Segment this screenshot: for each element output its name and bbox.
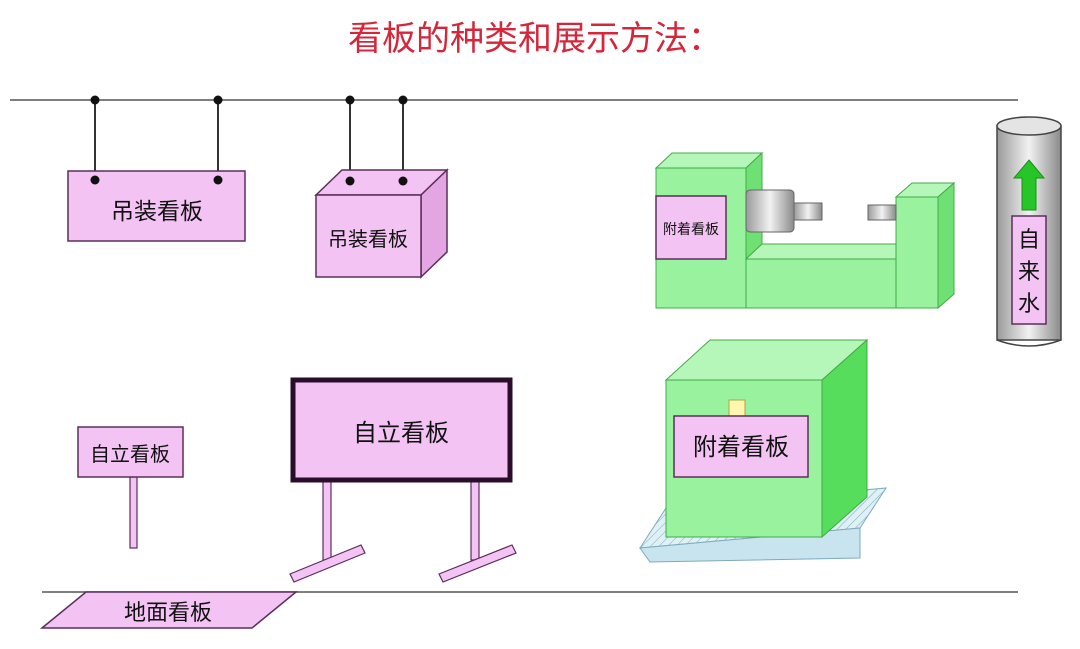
wire-node (213, 175, 223, 185)
attached-box: 附着看板 (639, 338, 887, 563)
pipe-label-char: 自 (1018, 228, 1040, 253)
pipe-label-char: 水 (1018, 292, 1040, 317)
board-label: 地面看板 (124, 601, 212, 626)
tailstock-pin (867, 204, 897, 221)
wire-node (345, 95, 355, 105)
wire-node (90, 175, 100, 185)
board-leg (470, 479, 480, 561)
box-front (315, 194, 422, 278)
machine-base-top (744, 243, 914, 260)
wire-node (345, 176, 355, 186)
board-label: 吊装看板 (111, 199, 203, 225)
pipe-top (996, 116, 1062, 136)
board-frame (290, 377, 513, 483)
wire-node (398, 95, 408, 105)
board-leg (322, 479, 332, 561)
board-label: 附着看板 (693, 433, 789, 461)
page-title: 看板的种类和展示方法： (348, 19, 722, 59)
wire-node (398, 176, 408, 186)
board-label: 自立看板 (90, 442, 170, 466)
machine-base-front (745, 258, 897, 309)
board-panel (673, 415, 809, 478)
board-label: 自立看板 (353, 419, 449, 447)
hanging-board-box: 吊装看板 (314, 95, 449, 279)
machine-attached: 附着看板 (654, 151, 956, 310)
pipe-bottom (996, 339, 1062, 347)
machine-block-top (654, 152, 764, 169)
board-foot (289, 544, 366, 583)
spindle-large (745, 189, 795, 233)
hanging-board-flat: 吊装看板 (67, 95, 246, 242)
board-panel (77, 426, 184, 478)
board-label: 附着看板 (663, 222, 719, 238)
pipe-label-panel (1011, 215, 1047, 325)
spindle-small (793, 202, 823, 221)
wire-node (90, 95, 100, 105)
board-panel (655, 195, 727, 260)
board-panel (39, 591, 299, 629)
wire-node (213, 95, 223, 105)
machine-right-front (895, 196, 939, 309)
board-post (129, 476, 138, 549)
standing-board-large: 自立看板 (289, 377, 517, 583)
standing-board-small: 自立看板 (77, 426, 184, 549)
arrow-up-icon (1012, 159, 1046, 211)
board-label: 吊装看板 (328, 227, 408, 251)
pipe-label-char: 来 (1018, 260, 1040, 285)
water-pipe: 自 来 水 (996, 116, 1062, 347)
board-foot (438, 544, 517, 583)
machine-right-side (937, 181, 955, 310)
ground-board: 地面看板 (39, 591, 299, 629)
